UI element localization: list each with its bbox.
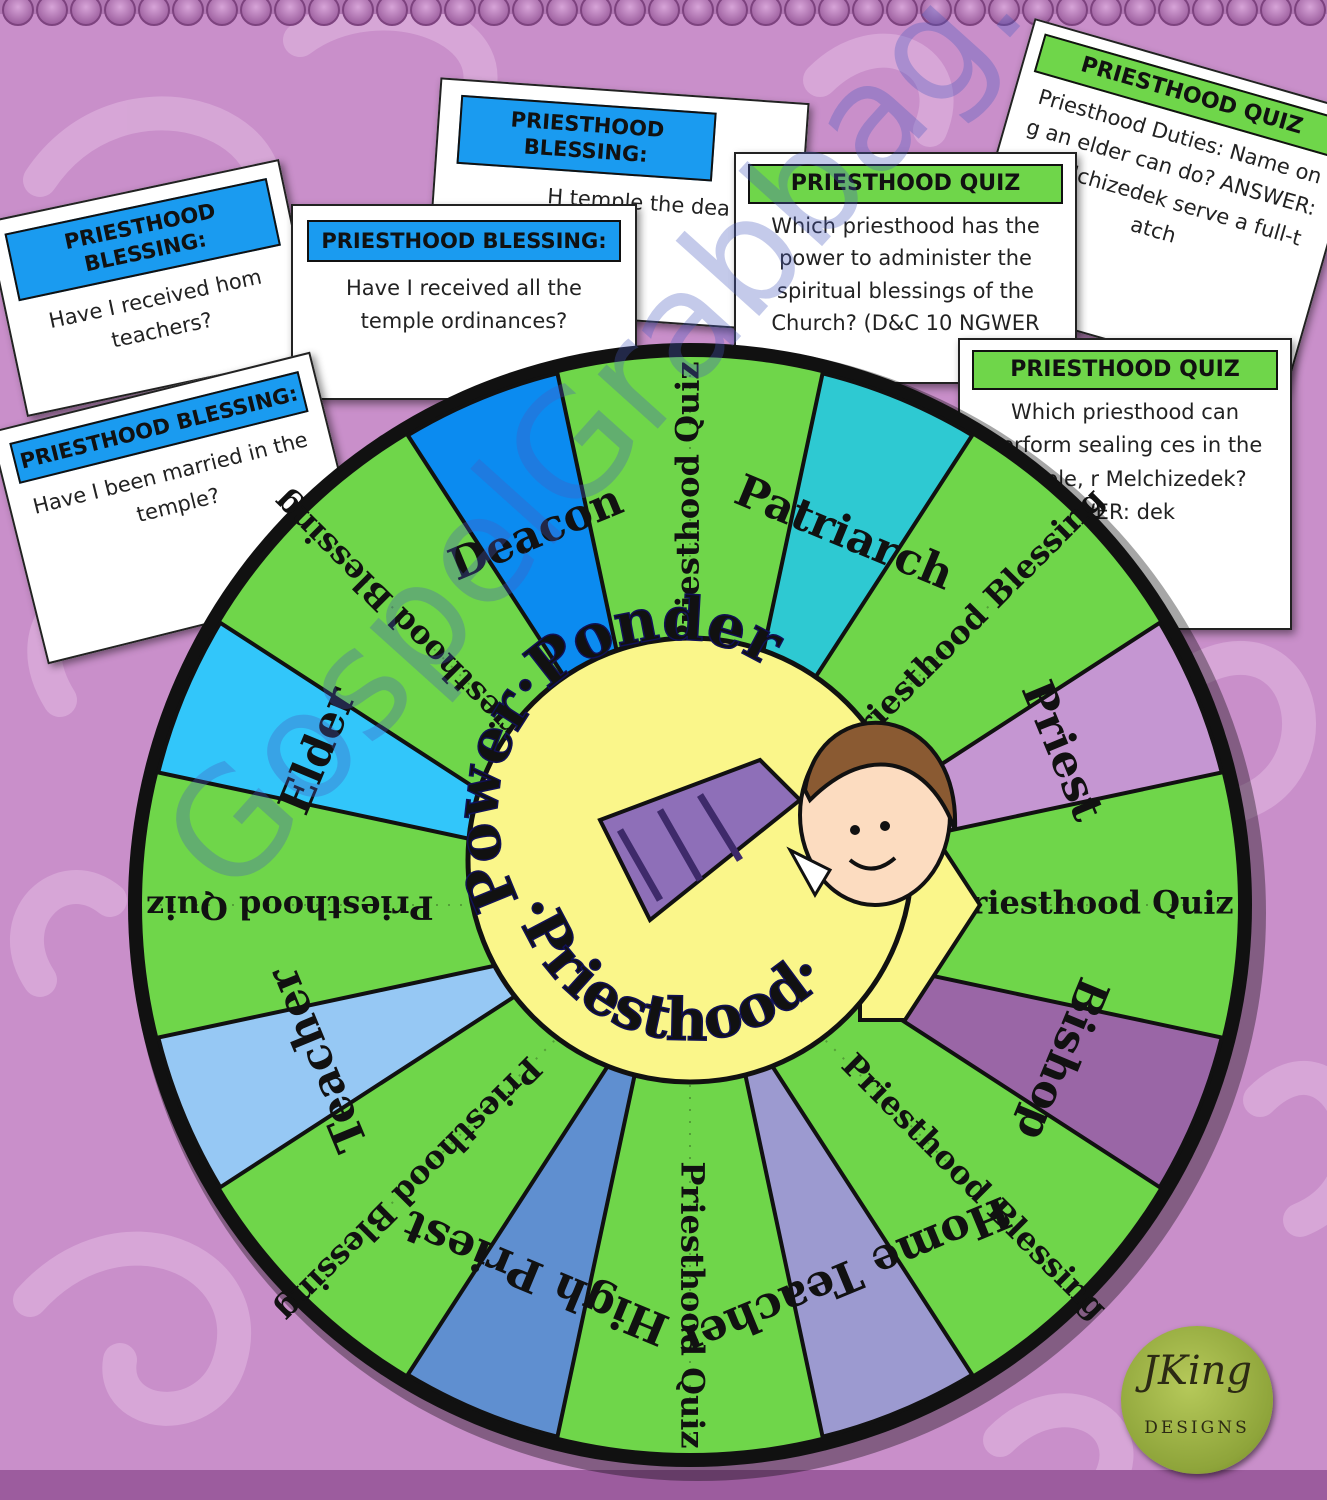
scallop [1158,0,1190,26]
scallop [988,0,1020,26]
scallop [1056,0,1088,26]
scallop [546,0,578,26]
scallop [478,0,510,26]
card-header: PRIESTHOOD BLESSING: [307,220,621,263]
card-header: PRIESTHOOD QUIZ [748,164,1063,204]
scallop [818,0,850,26]
scallop [1124,0,1156,26]
scallop [886,0,918,26]
scalloped-top-border [0,0,1327,26]
scallop [580,0,612,26]
scallop [614,0,646,26]
spoke-label: Priesthood Quiz [146,889,433,927]
jking-designs-logo: JKing DESIGNS [1121,1326,1273,1474]
logo-script: JKing [1141,1348,1253,1394]
bottom-border [0,1470,1327,1500]
scallop [750,0,782,26]
scallop [852,0,884,26]
scallop [512,0,544,26]
scallop [36,0,68,26]
scallop [2,0,34,26]
quiz-card: PRIESTHOOD QUIZ Which priesthood has the… [734,152,1077,384]
card-text: Have I received all the temple ordinance… [346,276,582,333]
scallop [206,0,238,26]
office-wedge [155,934,611,1191]
scallop [342,0,374,26]
scallop [716,0,748,26]
scallop [240,0,272,26]
card-text: Which priesthood has the power to admini… [771,213,1040,336]
scallop [70,0,102,26]
spoke-label: Priesthood Quiz [674,1161,712,1448]
scallop [104,0,136,26]
logo-subtitle: DESIGNS [1144,1418,1250,1438]
scallop [410,0,442,26]
office-wedge [404,984,661,1440]
office-wedge [719,984,976,1440]
scallop [648,0,680,26]
scallop [1260,0,1292,26]
boy-illustration [597,720,958,924]
blessing-card: PRIESTHOOD BLESSING: Have I received all… [291,204,637,400]
scallop [1294,0,1326,26]
card-text: Which priesthood can perform sealing ces… [987,399,1263,525]
scallop [1226,0,1258,26]
scallop [682,0,714,26]
scallop [784,0,816,26]
card-header: PRIESTHOOD QUIZ [972,350,1278,390]
scallop [444,0,476,26]
scallop [1090,0,1122,26]
spoke-label: Priesthood Quiz [946,884,1233,922]
scallop [920,0,952,26]
scallop [308,0,340,26]
scallop [1192,0,1224,26]
scallop [172,0,204,26]
spoke-label: Priesthood Quiz [669,361,707,648]
scallop [376,0,408,26]
scallop [274,0,306,26]
scallop [954,0,986,26]
scallop [138,0,170,26]
